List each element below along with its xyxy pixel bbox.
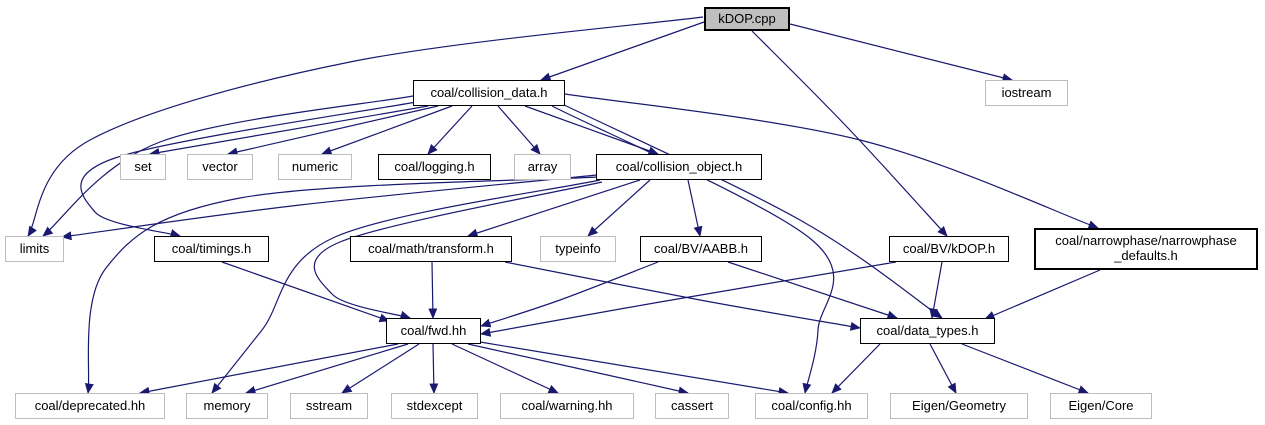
node-label: coal/data_types.h <box>876 322 979 338</box>
edge-kdop_cpp-iostream <box>789 23 1013 83</box>
node-label: coal/math/transform.h <box>368 240 494 256</box>
edge-data_types-eigen_core <box>961 343 1089 394</box>
edge-kdop_cpp-kdop_h <box>751 30 948 237</box>
node-label: kDOP.cpp <box>718 10 776 26</box>
node-memory: memory <box>186 393 268 419</box>
node-label: typeinfo <box>555 240 601 256</box>
node-iostream: iostream <box>985 80 1068 106</box>
edge-fwd-warning <box>451 343 559 394</box>
edge-aabb-data_types <box>727 261 898 320</box>
node-eigen_geometry: Eigen/Geometry <box>890 393 1028 419</box>
node-label: coal/timings.h <box>171 240 252 256</box>
node-label: sstream <box>305 397 353 413</box>
edge-collision_object-memory <box>211 179 601 394</box>
edge-collision_data-narrowphase <box>564 93 1099 229</box>
node-narrowphase[interactable]: coal/narrowphase/narrowphase_defaults.h <box>1034 228 1258 270</box>
node-label: cassert <box>671 397 713 413</box>
node-collision_object[interactable]: coal/collision_object.h <box>596 154 762 180</box>
edge-data_types-eigen_geometry <box>929 343 957 394</box>
edge-collision_data-timings <box>80 101 417 238</box>
node-label: memory <box>203 397 251 413</box>
node-label: coal/logging.h <box>394 158 475 174</box>
node-logging[interactable]: coal/logging.h <box>378 154 491 180</box>
edge-data_types-config <box>831 343 881 394</box>
node-kdop_cpp: kDOP.cpp <box>704 7 790 31</box>
node-collision_data[interactable]: coal/collision_data.h <box>413 80 565 106</box>
node-label: set <box>134 158 152 174</box>
node-label: stdexcept <box>406 397 463 413</box>
node-label: coal/deprecated.hh <box>34 397 146 413</box>
node-deprecated: coal/deprecated.hh <box>15 393 165 419</box>
node-cassert: cassert <box>655 393 729 419</box>
node-kdop_h[interactable]: coal/BV/kDOP.h <box>889 236 1009 262</box>
node-limits: limits <box>5 236 64 262</box>
edge-kdop_cpp-collision_data <box>540 21 705 82</box>
node-label: coal/BV/kDOP.h <box>902 240 996 256</box>
edge-fwd-stdexcept <box>429 343 439 394</box>
node-typeinfo: typeinfo <box>540 236 616 262</box>
edge-collision_data-array <box>497 105 541 155</box>
edge-aabb-fwd <box>480 261 659 328</box>
node-sstream: sstream <box>290 393 368 419</box>
node-config: coal/config.hh <box>755 393 868 419</box>
node-label: numeric <box>291 158 339 174</box>
edge-collision_data-set <box>149 105 429 157</box>
edge-narrowphase-data_types <box>984 269 1101 320</box>
node-array: array <box>514 154 571 180</box>
edge-collision_data-vector <box>227 105 439 157</box>
node-eigen_core: Eigen/Core <box>1050 393 1152 419</box>
node-label: array <box>527 158 558 174</box>
edge-fwd-cassert <box>467 343 689 396</box>
node-numeric: numeric <box>278 154 352 180</box>
edge-collision_object-typeinfo <box>587 179 651 237</box>
edge-collision_data-data_types <box>559 102 943 319</box>
node-label: coal/warning.hh <box>521 397 613 413</box>
edge-kdop_h-fwd <box>480 261 897 337</box>
node-data_types[interactable]: coal/data_types.h <box>860 318 995 344</box>
node-label: iostream <box>1001 84 1052 100</box>
edge-collision_object-deprecated <box>84 176 599 394</box>
edge-collision_data-numeric <box>321 105 453 155</box>
node-warning: coal/warning.hh <box>500 393 634 419</box>
node-label: Eigen/Core <box>1068 397 1134 413</box>
edge-collision_data-limits <box>42 95 414 237</box>
node-label: coal/fwd.hh <box>400 322 467 338</box>
edge-timings-fwd <box>221 261 390 323</box>
node-label: Eigen/Geometry <box>912 397 1006 413</box>
edge-transform-fwd <box>428 261 438 319</box>
edge-fwd-memory <box>245 343 409 395</box>
edge-collision_object-limits <box>61 174 598 241</box>
edge-collision_object-aabb <box>687 179 703 237</box>
node-vector: vector <box>187 154 253 180</box>
node-label: vector <box>202 158 238 174</box>
edge-collision_data-logging <box>427 105 473 155</box>
node-stdexcept: stdexcept <box>391 393 478 419</box>
node-fwd[interactable]: coal/fwd.hh <box>386 318 481 344</box>
edge-collision_data-config <box>551 105 835 394</box>
edge-fwd-deprecated <box>139 343 399 396</box>
node-label: coal/config.hh <box>771 397 852 413</box>
node-set: set <box>120 154 166 180</box>
edge-collision_object-transform <box>467 179 641 238</box>
edge-fwd-sstream <box>341 343 420 394</box>
node-aabb[interactable]: coal/BV/AABB.h <box>640 236 762 262</box>
edge-fwd-config <box>479 341 789 396</box>
node-label: coal/narrowphase/narrowphase_defaults.h <box>1055 233 1237 263</box>
edge-kdop_cpp-limits <box>27 16 704 237</box>
edge-transform-data_types <box>504 261 861 331</box>
node-label: coal/collision_data.h <box>430 84 548 100</box>
node-timings[interactable]: coal/timings.h <box>154 236 269 262</box>
node-label: coal/BV/AABB.h <box>654 240 748 256</box>
node-transform[interactable]: coal/math/transform.h <box>350 236 512 262</box>
node-label: limits <box>19 240 50 256</box>
edge-kdop_h-data_types <box>929 261 943 319</box>
node-label: coal/collision_object.h <box>615 158 743 174</box>
edge-collision_object-fwd <box>313 181 603 320</box>
